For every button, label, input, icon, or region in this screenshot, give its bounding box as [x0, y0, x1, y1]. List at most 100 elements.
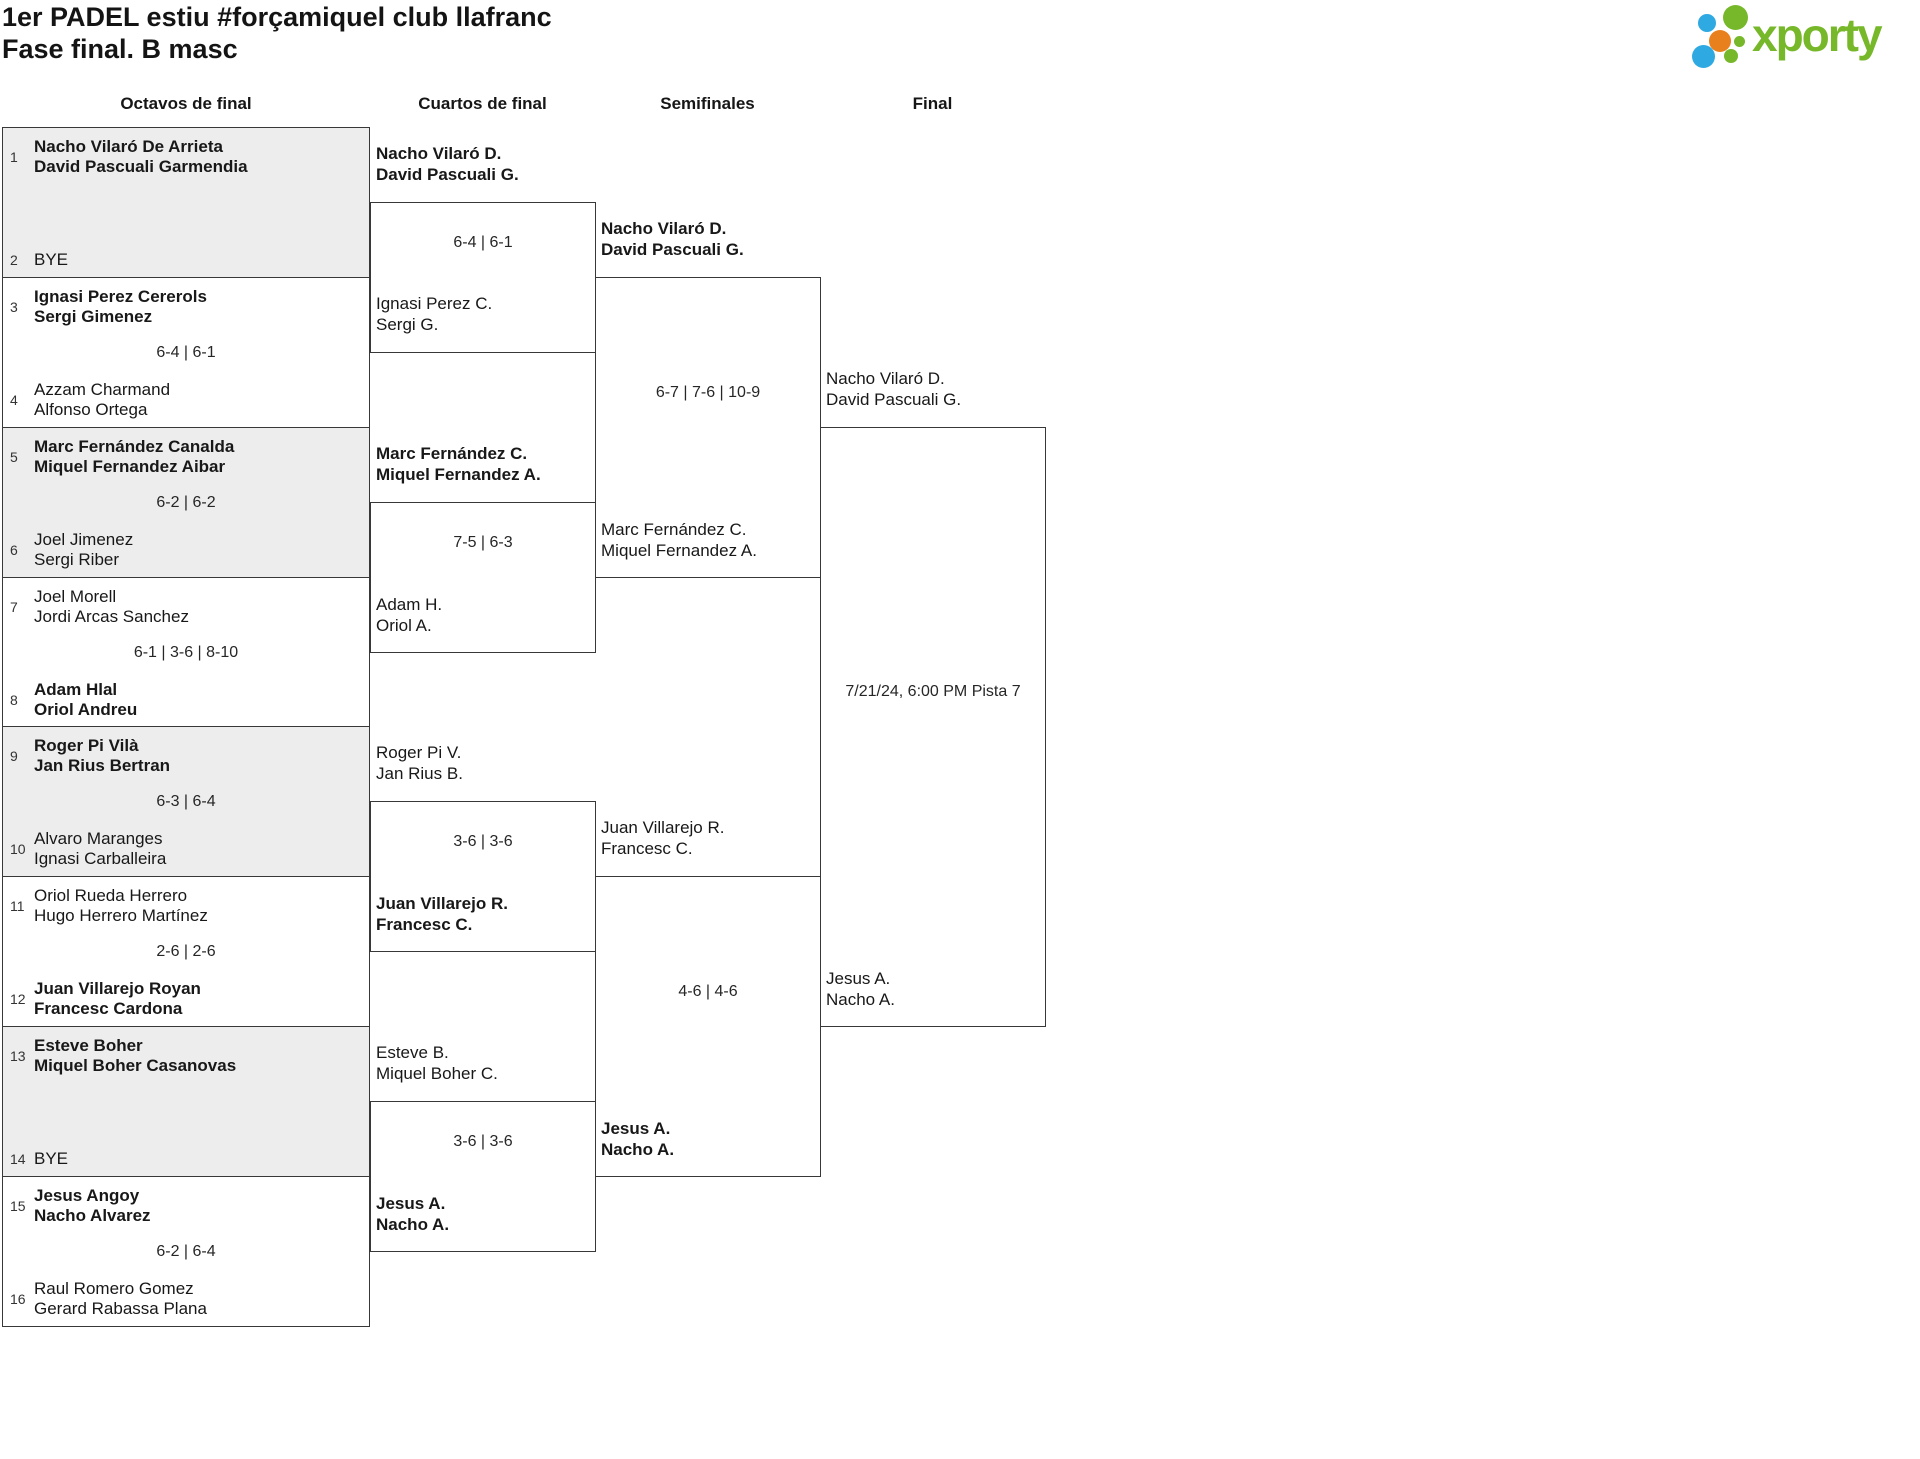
player-name: David Pascuali G. [601, 240, 744, 259]
team-name: Joel Jimenez Sergi Riber [34, 530, 133, 570]
player-name: Joel Morell [34, 587, 117, 606]
match-score: 3-6 | 3-6 [453, 1132, 513, 1150]
team-slot: 11 Oriol Rueda Herrero Hugo Herrero Mart… [10, 886, 363, 926]
player-name: Jesus A. [376, 1194, 446, 1213]
team-slot: 15 Jesus Angoy Nacho Alvarez [10, 1186, 363, 1226]
match-score: 6-7 | 7-6 | 10-9 [655, 383, 761, 401]
player-name: Ignasi Carballeira [34, 849, 167, 868]
player-name: Hugo Herrero Martínez [34, 906, 208, 925]
logo-wordmark: xporty [1752, 9, 1883, 61]
xporty-logo[interactable]: xporty [1686, 2, 1918, 68]
team-name: Jesus A. Nacho A. [376, 1193, 592, 1235]
match-score: 4-6 | 4-6 [678, 982, 738, 1000]
team-name: Juan Villarejo Royan Francesc Cardona [34, 979, 201, 1019]
player-name: Ignasi Perez Cererols [34, 287, 207, 306]
player-name: Marc Fernández C. [601, 520, 747, 539]
seed-number: 2 [10, 252, 18, 268]
bracket-subtitle: Fase final. B masc [2, 34, 238, 64]
match-score: 2-6 | 2-6 [156, 942, 216, 960]
player-name: Juan Villarejo R. [601, 818, 725, 837]
player-name: Jesus A. [601, 1119, 671, 1138]
player-name: Miquel Fernandez A. [601, 541, 757, 560]
player-name: BYE [34, 250, 69, 269]
player-name: Nacho A. [826, 990, 895, 1009]
team-name: Jesus Angoy Nacho Alvarez [34, 1186, 151, 1226]
team-slot: 8 Adam Hlal Oriol Andreu [10, 680, 363, 720]
player-name: Nacho Vilaró D. [826, 369, 945, 388]
player-name: Oriol A. [376, 616, 432, 635]
team-name: Marc Fernández C. Miquel Fernandez A. [376, 443, 592, 485]
match-score: 3-6 | 3-6 [453, 832, 513, 850]
player-name: Nacho Vilaró De Arrieta [34, 137, 223, 156]
player-name: Sergi Gimenez [34, 307, 153, 326]
final-schedule: 7/21/24, 6:00 PM Pista 7 [845, 683, 1021, 700]
team-name: Jesus A. Nacho A. [601, 1118, 817, 1160]
player-name: BYE [34, 1149, 69, 1168]
match-box-octavos-2: 3 Ignasi Perez Cererols Sergi Gimenez 6-… [2, 277, 370, 428]
team-name: Jesus A. Nacho A. [826, 968, 1042, 1010]
match-box-octavos-3: 5 Marc Fernández Canalda Miquel Fernande… [2, 427, 370, 578]
player-name: Roger Pi Vilà [34, 736, 139, 755]
team-name: Ignasi Perez Cererols Sergi Gimenez [34, 287, 207, 327]
seed-number: 3 [10, 299, 18, 315]
team-name: Esteve Boher Miquel Boher Casanovas [34, 1036, 236, 1076]
team-name: Ignasi Perez C. Sergi G. [376, 293, 592, 335]
seed-number: 5 [10, 449, 18, 465]
round-header-final: Final [912, 94, 953, 113]
team-name: Juan Villarejo R. Francesc C. [601, 817, 817, 859]
team-name: Roger Pi V. Jan Rius B. [376, 742, 592, 784]
player-name: Jesus Angoy [34, 1186, 140, 1205]
team-name: Adam H. Oriol A. [376, 594, 592, 636]
logo-dot-orange [1709, 30, 1731, 52]
player-name: Francesc C. [601, 839, 693, 858]
player-name: Jesus A. [826, 969, 891, 988]
match-score: 7-5 | 6-3 [453, 533, 513, 551]
player-name: Francesc Cardona [34, 999, 183, 1018]
player-name: David Pascuali G. [826, 390, 962, 409]
team-name: Esteve B. Miquel Boher C. [376, 1042, 592, 1084]
team-slot: 13 Esteve Boher Miquel Boher Casanovas [10, 1036, 363, 1076]
seed-number: 12 [10, 991, 26, 1007]
team-slot: 10 Alvaro Maranges Ignasi Carballeira [10, 829, 363, 869]
player-name: Jan Rius B. [376, 764, 463, 783]
player-name: Ignasi Perez C. [376, 294, 493, 313]
player-name: Nacho Alvarez [34, 1206, 151, 1225]
logo-dot-green-tiny [1734, 36, 1745, 47]
team-name: Adam Hlal Oriol Andreu [34, 680, 137, 720]
player-name: Sergi Riber [34, 550, 120, 569]
seed-number: 1 [10, 149, 18, 165]
seed-number: 14 [10, 1151, 26, 1167]
match-score: 6-4 | 6-1 [453, 233, 513, 251]
match-score: 6-1 | 3-6 | 8-10 [133, 643, 239, 661]
team-slot: 12 Juan Villarejo Royan Francesc Cardona [10, 979, 363, 1019]
seed-number: 6 [10, 542, 18, 558]
team-name: Joel Morell Jordi Arcas Sanchez [34, 587, 189, 627]
team-slot: 6 Joel Jimenez Sergi Riber [10, 530, 363, 570]
team-name: Marc Fernández C. Miquel Fernandez A. [601, 519, 817, 561]
player-name: Miquel Boher C. [376, 1064, 498, 1083]
team-slot: 3 Ignasi Perez Cererols Sergi Gimenez [10, 287, 363, 327]
player-name: Juan Villarejo R. [376, 894, 508, 913]
team-name: Nacho Vilaró D. David Pascuali G. [376, 143, 592, 185]
logo-dot-green-small [1724, 49, 1738, 63]
match-score: 6-3 | 6-4 [156, 792, 216, 810]
match-score: 6-4 | 6-1 [156, 343, 216, 361]
team-name: BYE [34, 250, 68, 270]
tournament-title: 1er PADEL estiu #forçamiquel club llafra… [2, 2, 552, 32]
logo-dot-green-large [1723, 5, 1748, 30]
logo-dot-blue-large [1692, 45, 1715, 68]
player-name: Marc Fernández Canalda [34, 437, 235, 456]
seed-number: 4 [10, 392, 18, 408]
team-slot: 9 Roger Pi Vilà Jan Rius Bertran [10, 736, 363, 776]
player-name: Joel Jimenez [34, 530, 134, 549]
player-name: Adam H. [376, 595, 443, 614]
player-name: Juan Villarejo Royan [34, 979, 201, 998]
seed-number: 16 [10, 1291, 26, 1307]
team-name: Nacho Vilaró De Arrieta David Pascuali G… [34, 137, 248, 177]
match-box-octavos-6: 11 Oriol Rueda Herrero Hugo Herrero Mart… [2, 876, 370, 1027]
team-slot: 2 BYE [10, 250, 363, 270]
team-slot: 5 Marc Fernández Canalda Miquel Fernande… [10, 437, 363, 477]
player-name: Nacho Vilaró D. [376, 144, 502, 163]
team-slot: 14 BYE [10, 1149, 363, 1169]
